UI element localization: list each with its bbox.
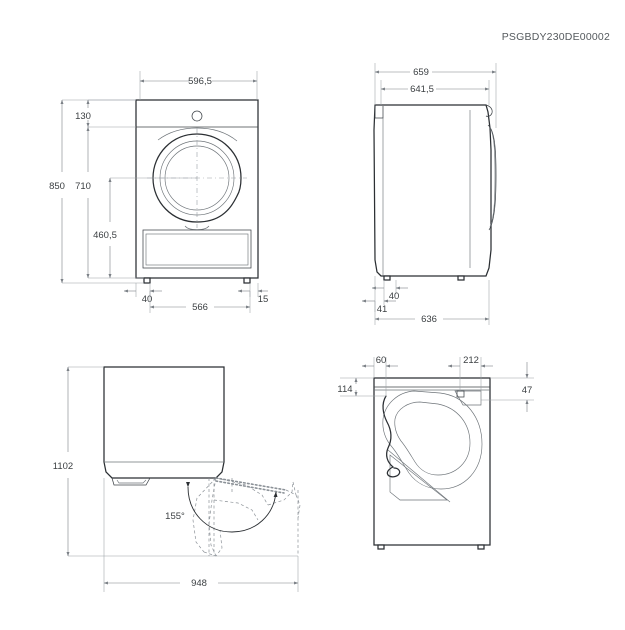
door-mid-swing-a bbox=[213, 499, 259, 521]
side-door-handle-inner bbox=[489, 127, 496, 228]
side-foot-rear bbox=[383, 275, 391, 281]
front-elevation-view: 596,5 850 130 710 460,5 bbox=[49, 71, 268, 313]
side-handle-top-detail bbox=[485, 104, 493, 117]
door-swing-arc bbox=[186, 481, 278, 533]
rear-connector-port-icon bbox=[456, 390, 465, 398]
front-overall-height-value: 850 bbox=[49, 181, 65, 192]
door-position-closed-inner bbox=[208, 477, 217, 557]
side-rear-offset-value: 41 bbox=[377, 304, 388, 315]
top-cabinet-outline bbox=[103, 366, 225, 479]
front-control-knob-icon bbox=[191, 110, 203, 122]
rear-access-plate-edge bbox=[387, 449, 451, 503]
side-depth-base-value: 636 bbox=[421, 314, 437, 325]
rear-power-cord bbox=[382, 395, 394, 468]
rear-drum-inner-outline bbox=[394, 401, 471, 476]
rear-cord-height-value: 114 bbox=[337, 384, 352, 395]
door-position-open-0-edge2 bbox=[215, 480, 285, 494]
door-open-155-edge bbox=[285, 489, 301, 519]
front-overall-width-value: 596,5 bbox=[188, 76, 212, 87]
rear-access-plate bbox=[389, 454, 448, 501]
front-foot-right-offset-value: 15 bbox=[258, 294, 269, 305]
front-lower-drawer-panel bbox=[142, 229, 252, 269]
side-elevation-view: 659 641,5 40 41 636 bbox=[361, 63, 497, 325]
side-depth-body-value: 641,5 bbox=[410, 84, 434, 95]
front-door-center-height-value: 460,5 bbox=[93, 230, 117, 241]
side-rear-lip-notch bbox=[374, 105, 384, 119]
front-foot-left bbox=[143, 277, 151, 284]
front-foot-right bbox=[243, 277, 251, 284]
rear-foot-right bbox=[477, 544, 485, 550]
side-door-handle-bulge bbox=[487, 124, 497, 231]
rear-cord-offset-value: 60 bbox=[376, 355, 387, 366]
door-position-open-0-edge bbox=[215, 477, 287, 491]
top-cabinet-foot-inner bbox=[116, 479, 147, 484]
door-swing-angle-value: 155° bbox=[165, 511, 185, 522]
rear-connector-offset-value: 212 bbox=[463, 355, 479, 366]
rear-cabinet-outline bbox=[373, 377, 491, 546]
front-foot-left-offset-value: 40 bbox=[142, 294, 153, 305]
front-panel-height-value: 130 bbox=[75, 111, 91, 122]
front-body-height-value: 710 bbox=[75, 181, 91, 192]
top-width-open-value: 948 bbox=[191, 578, 207, 589]
side-cabinet-outline bbox=[373, 104, 492, 277]
front-foot-span-value: 566 bbox=[192, 302, 208, 313]
front-lower-drawer-inner bbox=[145, 233, 249, 266]
door-open-155-link bbox=[292, 481, 297, 496]
door-open-155-outline bbox=[267, 481, 294, 506]
door-lower-tip bbox=[203, 529, 223, 557]
top-cabinet-foot bbox=[111, 477, 151, 486]
side-foot-offset-value: 40 bbox=[389, 291, 400, 302]
product-code-label: PSGBDY230DE00002 bbox=[501, 31, 610, 43]
top-plan-door-swing-view: 155° 1102 948 bbox=[53, 366, 301, 592]
rear-connector-height-value: 47 bbox=[522, 385, 533, 396]
rear-elevation-view: 60 212 114 47 bbox=[337, 355, 534, 550]
side-depth-with-handle-value: 659 bbox=[413, 67, 429, 78]
rear-power-plug-coil bbox=[386, 466, 401, 478]
rear-foot-left bbox=[377, 544, 385, 550]
side-foot-front bbox=[457, 275, 465, 281]
rear-drum-outline bbox=[382, 390, 483, 490]
rear-connector-box bbox=[454, 390, 482, 406]
top-depth-open-value: 1102 bbox=[53, 461, 73, 472]
